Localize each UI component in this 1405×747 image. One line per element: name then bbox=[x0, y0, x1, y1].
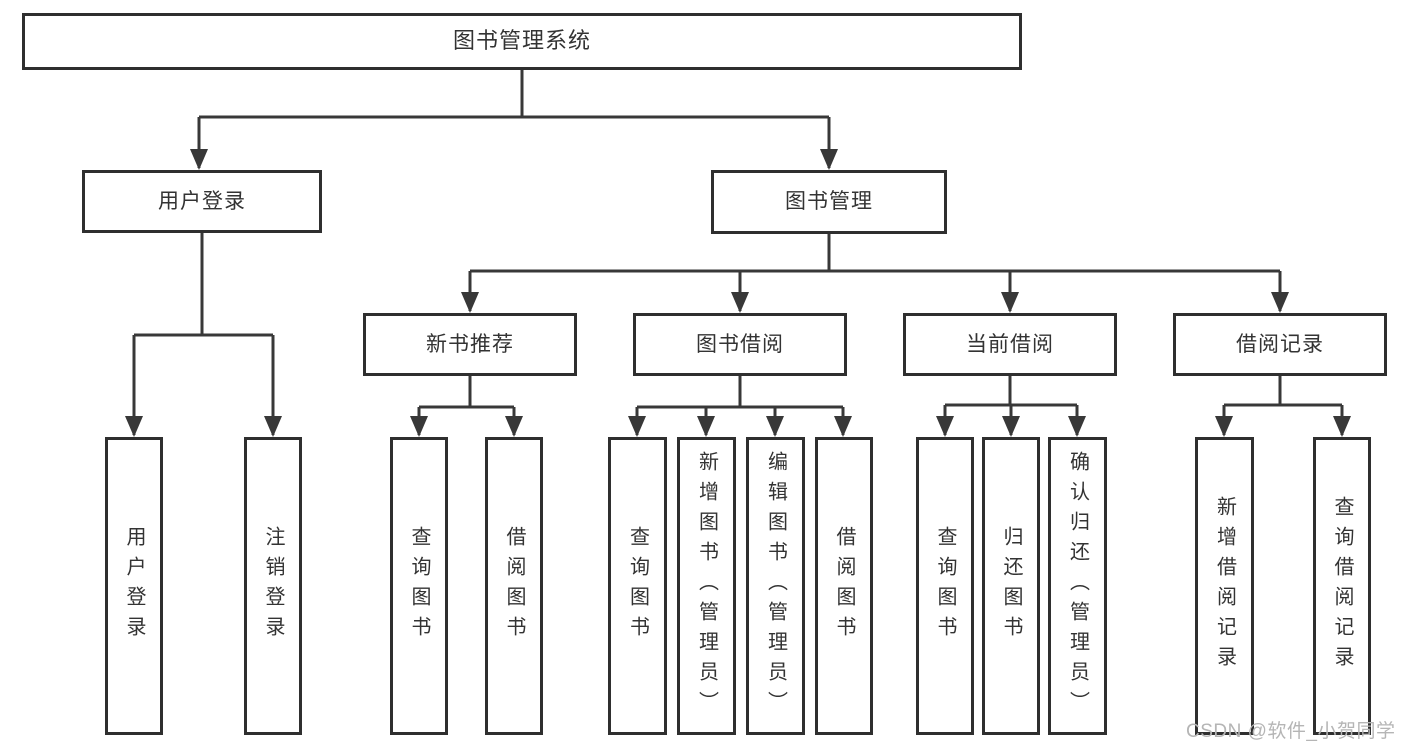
leaf-confirm-return-admin: 确认归还（管理员） bbox=[1048, 437, 1107, 735]
leaf-borrow-books-recommend: 借阅图书 bbox=[485, 437, 543, 735]
node-new-book-recommendation: 新书推荐 bbox=[363, 313, 577, 376]
leaf-query-books-borrow: 查询图书 bbox=[608, 437, 667, 735]
leaf-logout: 注销登录 bbox=[244, 437, 302, 735]
node-book-management: 图书管理 bbox=[711, 170, 947, 234]
leaf-query-books-recommend: 查询图书 bbox=[390, 437, 448, 735]
node-current-borrowing: 当前借阅 bbox=[903, 313, 1117, 376]
leaf-query-borrow-record: 查询借阅记录 bbox=[1313, 437, 1371, 735]
node-book-borrowing: 图书借阅 bbox=[633, 313, 847, 376]
node-user-login: 用户登录 bbox=[82, 170, 322, 233]
node-borrowing-records: 借阅记录 bbox=[1173, 313, 1387, 376]
leaf-add-borrow-record: 新增借阅记录 bbox=[1195, 437, 1254, 735]
csdn-watermark: CSDN @软件_小贺同学 bbox=[1186, 721, 1396, 742]
tree-edges bbox=[132, 70, 1344, 435]
leaf-edit-books-admin: 编辑图书（管理员） bbox=[746, 437, 805, 735]
leaf-borrow-books: 借阅图书 bbox=[815, 437, 873, 735]
leaf-add-books-admin: 新增图书（管理员） bbox=[677, 437, 736, 735]
node-library-management-system: 图书管理系统 bbox=[22, 13, 1022, 70]
leaf-user-login: 用户登录 bbox=[105, 437, 163, 735]
leaf-query-books-current: 查询图书 bbox=[916, 437, 974, 735]
leaf-return-books: 归还图书 bbox=[982, 437, 1040, 735]
